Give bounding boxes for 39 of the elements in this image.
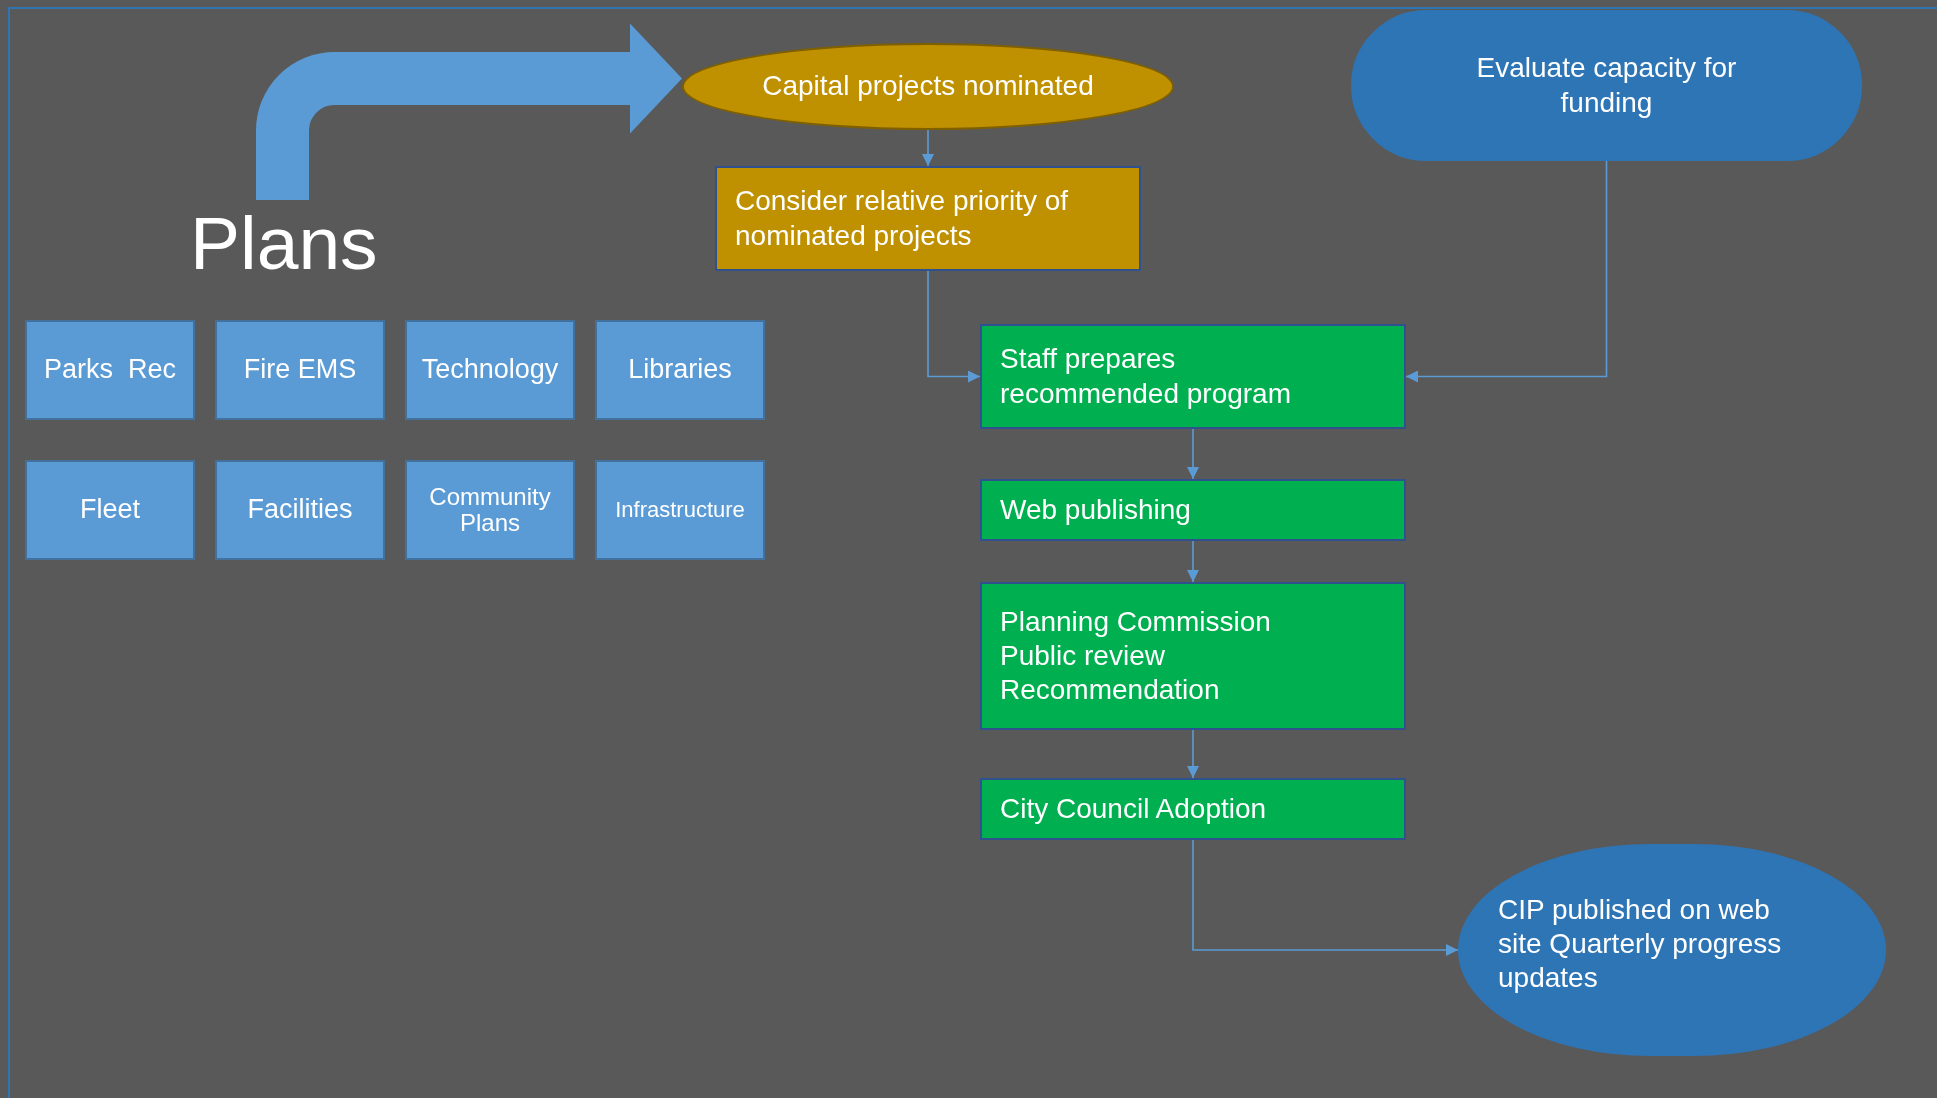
connector-arrow <box>922 129 934 167</box>
plan-label: Parks Rec <box>43 355 176 385</box>
plan-card <box>595 460 765 560</box>
step-text: City Council Adoption <box>1000 791 1268 826</box>
step-text: Evaluate capacity for funding <box>1475 51 1738 120</box>
plan-card <box>595 320 765 420</box>
step-text: CIP published on web site Quarterly progress updates <box>1498 892 1783 996</box>
process-box <box>980 582 1406 730</box>
plan-label: Technology <box>421 355 559 385</box>
plan-label: Fleet <box>80 495 140 525</box>
plan-card <box>25 320 195 420</box>
connector-arrow <box>927 270 981 383</box>
plan-label: Facilities <box>247 495 353 525</box>
step-text: Web publishing <box>1000 492 1192 527</box>
plan-label: Community Plans <box>428 483 552 537</box>
connector-arrow <box>1187 540 1199 583</box>
process-box <box>980 324 1406 429</box>
plan-label: Libraries <box>628 355 732 385</box>
process-box <box>980 778 1406 840</box>
connector-arrow <box>1192 839 1459 956</box>
step-text: Capital projects nominated <box>762 69 1094 104</box>
plan-label: Infrastructure <box>615 497 745 523</box>
plan-label: Fire EMS <box>243 355 357 385</box>
connector-arrow <box>1405 160 1608 383</box>
step-text: Staff prepares recommended program <box>1000 342 1293 411</box>
connector-arrow <box>1187 729 1199 779</box>
step-text: Recommendation <box>1000 673 1221 708</box>
plan-card <box>215 320 385 420</box>
step-text: Public review <box>1000 638 1166 673</box>
plan-card <box>405 320 575 420</box>
plan-card <box>405 460 575 560</box>
plan-card <box>25 460 195 560</box>
connector-arrow <box>1187 428 1199 480</box>
step-text: Consider relative priority of nominated projects <box>735 184 1070 253</box>
process-box <box>980 479 1406 541</box>
process-box <box>715 166 1141 271</box>
step-text: Planning Commission <box>1000 604 1272 639</box>
plans-heading: Plans <box>190 200 375 286</box>
plan-card <box>215 460 385 560</box>
